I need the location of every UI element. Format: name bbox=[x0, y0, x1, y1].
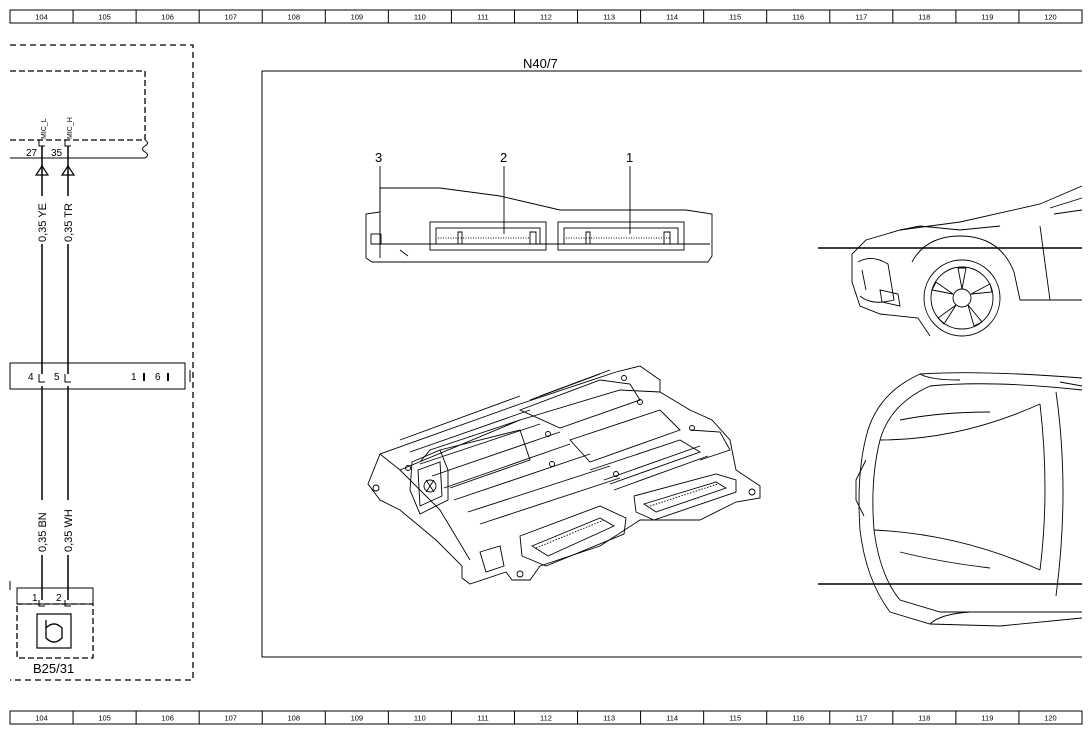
ruler-column-label: 104 bbox=[35, 714, 48, 723]
control-unit-side-view bbox=[365, 166, 713, 263]
upper-connector-pins: 27 35 MIC_L MIC_H bbox=[26, 117, 76, 176]
control-unit-isometric-view bbox=[367, 365, 761, 585]
ruler-column-label: 107 bbox=[224, 13, 237, 22]
ruler-column-label: 106 bbox=[161, 714, 174, 723]
wire-label-wh: 0,35 WH bbox=[63, 509, 75, 552]
wire-label-ye: 0,35 YE bbox=[37, 203, 49, 242]
ruler-column-label: 111 bbox=[477, 13, 488, 22]
middle-connector: 4 5 1 6 bbox=[9, 362, 191, 390]
ruler-column-label: 109 bbox=[351, 714, 364, 723]
callout-3: 3 bbox=[375, 150, 382, 165]
ruler-column-label: 113 bbox=[603, 714, 615, 723]
column-ruler-top: 104 105 106 107 108 109 110 111 112 113 114 115 116 1… bbox=[9, 9, 1083, 24]
module-label: N40/7 bbox=[523, 56, 558, 71]
ruler-column-label: 120 bbox=[1044, 13, 1057, 22]
wire-label-bn: 0,35 BN bbox=[37, 512, 49, 552]
ruler-column-label: 110 bbox=[414, 13, 426, 22]
wires bbox=[41, 146, 69, 600]
ruler-column-label: 115 bbox=[729, 714, 741, 723]
left-area-frame bbox=[10, 44, 194, 681]
signal-mic-l-label: MIC_L bbox=[41, 118, 48, 139]
ruler-column-label: 106 bbox=[161, 13, 174, 22]
ruler-column-label: 107 bbox=[224, 714, 237, 723]
ruler-column-label: 114 bbox=[666, 714, 678, 723]
ruler-column-label: 112 bbox=[540, 714, 552, 723]
wire-label-tr: 0,35 TR bbox=[63, 203, 75, 242]
sensor-b25-31: 1 2 B25/31 bbox=[9, 581, 94, 676]
ruler-column-label: 104 bbox=[35, 13, 48, 22]
ruler-column-label: 113 bbox=[603, 13, 615, 22]
ruler-column-label: 111 bbox=[477, 714, 488, 723]
vehicle-side-view bbox=[818, 185, 1083, 337]
callout-1: 1 bbox=[626, 150, 633, 165]
pin-6-label: 6 bbox=[155, 372, 161, 383]
pin-4-label: 4 bbox=[28, 372, 34, 383]
ruler-column-label: 118 bbox=[918, 13, 930, 22]
ruler-column-label: 119 bbox=[981, 714, 993, 723]
ruler-column-label: 109 bbox=[351, 13, 364, 22]
pin-35-label: 35 bbox=[51, 148, 63, 159]
ruler-column-label: 116 bbox=[792, 13, 804, 22]
pin-b1-label: 1 bbox=[32, 593, 38, 604]
ruler-column-label: 105 bbox=[98, 714, 111, 723]
ruler-column-label: 115 bbox=[729, 13, 741, 22]
ruler-column-label: 112 bbox=[540, 13, 552, 22]
module-frame: N40/7 bbox=[261, 56, 1082, 658]
callout-2: 2 bbox=[500, 150, 507, 165]
ruler-column-label: 114 bbox=[666, 13, 678, 22]
callouts: 3 2 1 bbox=[375, 150, 633, 165]
ruler-column-label: 116 bbox=[792, 714, 804, 723]
ruler-column-label: 117 bbox=[855, 13, 867, 22]
ruler-column-label: 110 bbox=[414, 714, 426, 723]
pin-1-label: 1 bbox=[131, 372, 137, 383]
ruler-column-label: 118 bbox=[918, 714, 930, 723]
pin-27-label: 27 bbox=[26, 148, 38, 159]
ruler-column-label: 108 bbox=[288, 13, 301, 22]
ruler-column-label: 120 bbox=[1044, 714, 1057, 723]
ruler-column-label: 108 bbox=[288, 714, 301, 723]
ruler-column-label: 119 bbox=[981, 13, 993, 22]
pin-b2-label: 2 bbox=[56, 593, 62, 604]
sensor-label: B25/31 bbox=[33, 661, 74, 676]
ruler-column-label: 105 bbox=[98, 13, 111, 22]
ruler-column-label: 117 bbox=[855, 714, 867, 723]
pin-5-label: 5 bbox=[54, 372, 60, 383]
column-ruler-bottom: 104 105 106 107 108 109 110 111 112 113 114 115 116 1… bbox=[9, 710, 1083, 725]
signal-mic-h-label: MIC_H bbox=[67, 117, 74, 139]
vehicle-top-view bbox=[818, 372, 1083, 627]
upper-control-unit bbox=[10, 70, 148, 159]
